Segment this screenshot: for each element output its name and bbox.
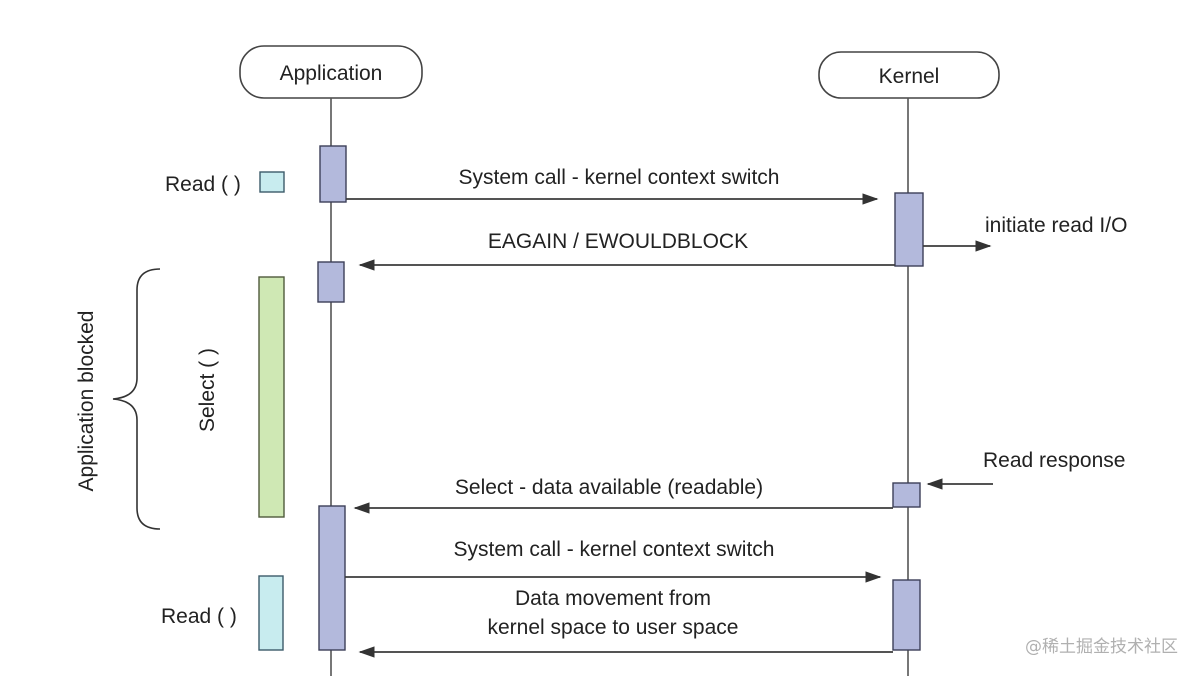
blocked-brace <box>112 268 161 530</box>
app-activation-read <box>319 145 347 203</box>
initiate-read-label: initiate read I/O <box>985 214 1127 237</box>
application-label: Application <box>280 62 383 85</box>
read-top-label: Read ( ) <box>165 173 241 196</box>
data-movement-label-2: kernel space to user space <box>488 616 739 639</box>
read-bottom-label: Read ( ) <box>161 605 237 628</box>
kernel-activation-response <box>892 482 921 508</box>
read-top-box <box>259 171 285 193</box>
participant-kernel: Kernel <box>818 51 1000 99</box>
app-activation-read-2 <box>318 505 346 651</box>
participant-application: Application <box>239 45 423 99</box>
kernel-activation-copy <box>892 579 921 651</box>
kernel-label: Kernel <box>879 65 940 88</box>
eagain-label: EAGAIN / EWOULDBLOCK <box>488 230 748 253</box>
app-activation-eagain <box>317 261 345 303</box>
select-available-label: Select - data available (readable) <box>455 476 763 499</box>
watermark: @稀土掘金技术社区 <box>1025 637 1178 657</box>
read-bottom-box <box>258 575 284 651</box>
syscall-2-label: System call - kernel context switch <box>454 538 775 561</box>
kernel-activation-io <box>894 192 924 267</box>
select-label: Select ( ) <box>196 348 219 432</box>
blocked-label: Application blocked <box>75 311 98 492</box>
read-response-label: Read response <box>983 449 1125 472</box>
data-movement-label-1: Data movement from <box>515 587 711 610</box>
syscall-1-label: System call - kernel context switch <box>459 166 780 189</box>
select-bar <box>258 276 285 518</box>
